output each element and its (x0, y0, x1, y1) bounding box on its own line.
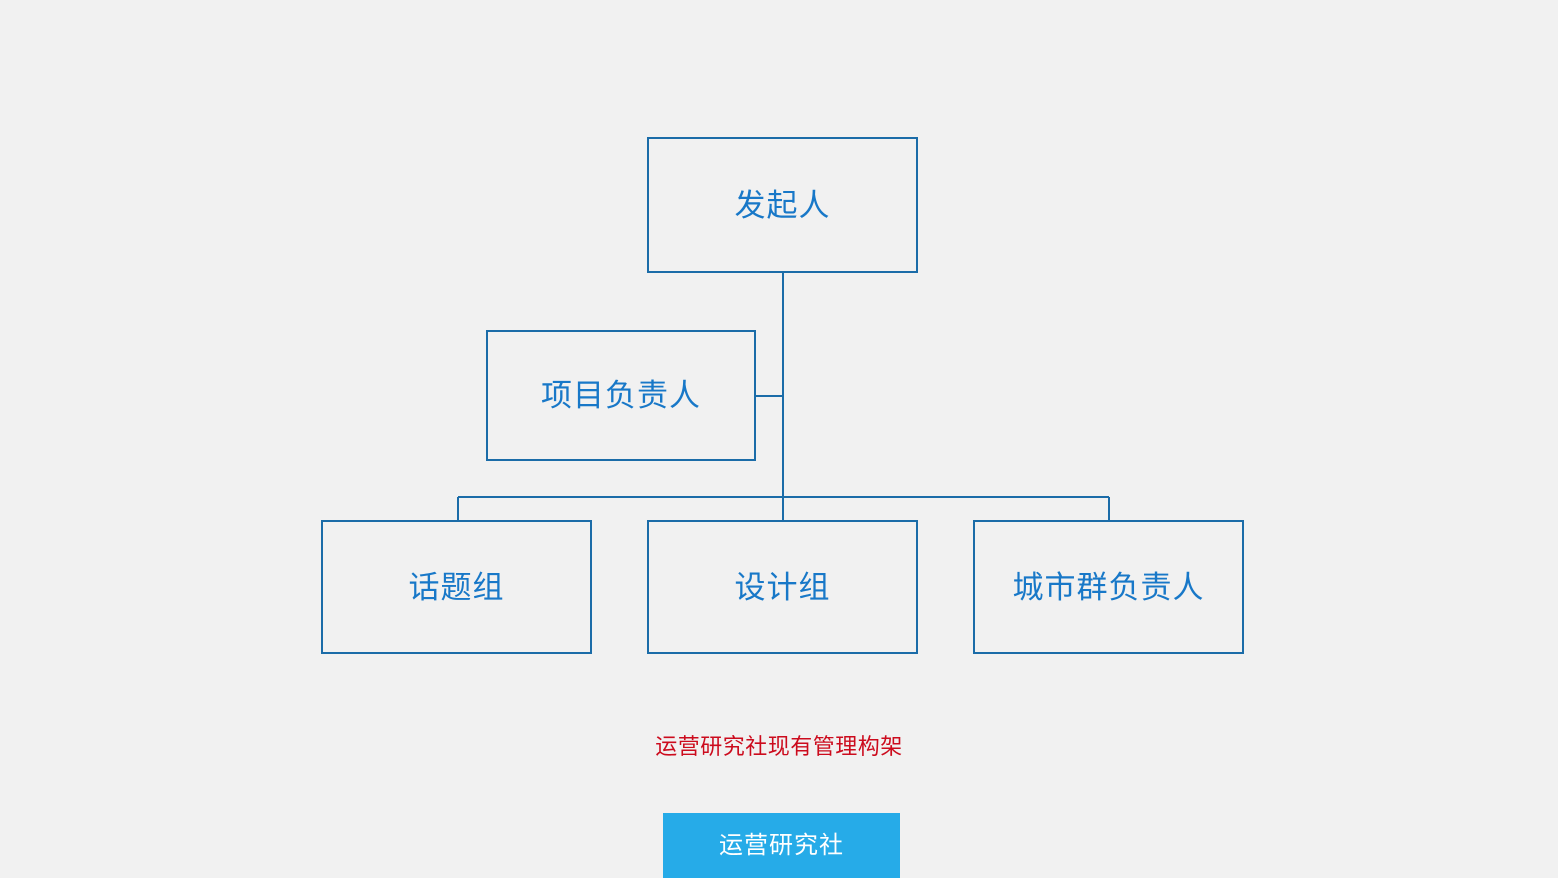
node-initiator-label: 发起人 (734, 187, 831, 223)
node-design-group-label: 设计组 (734, 569, 831, 605)
node-topic-group[interactable]: 话题组 (321, 520, 592, 654)
node-city-lead[interactable]: 城市群负责人 (973, 520, 1244, 654)
node-design-group[interactable]: 设计组 (647, 520, 918, 654)
footer-brand-button[interactable]: 运营研究社 (663, 813, 900, 878)
node-city-lead-label: 城市群负责人 (1012, 569, 1205, 605)
chart-caption: 运营研究社现有管理构架 (0, 731, 1558, 763)
node-project-lead[interactable]: 项目负责人 (486, 330, 756, 461)
chart-caption-text: 运营研究社现有管理构架 (655, 734, 903, 759)
node-initiator[interactable]: 发起人 (647, 137, 918, 273)
footer-brand-button-label: 运营研究社 (719, 831, 844, 859)
node-topic-group-label: 话题组 (408, 569, 505, 605)
node-project-lead-label: 项目负责人 (541, 378, 701, 413)
